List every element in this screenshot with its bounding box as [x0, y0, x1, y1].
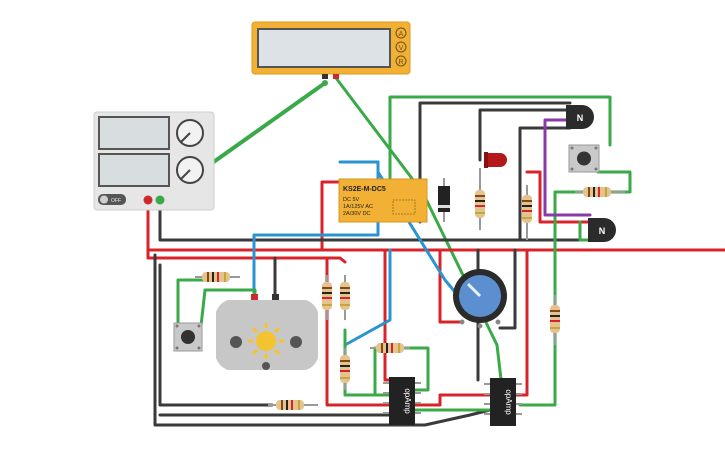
relay-spec-line: DC 5V — [343, 197, 360, 203]
wire-red-rail-top[interactable] — [146, 198, 725, 252]
multimeter-black-probe-terminal[interactable] — [322, 74, 328, 79]
svg-text:N: N — [577, 113, 584, 123]
wire-green-top-loop[interactable] — [388, 95, 612, 182]
multimeter-display — [257, 28, 391, 68]
multimeter-mode-a[interactable]: A — [395, 27, 407, 39]
wire-black-pot-right[interactable] — [498, 248, 517, 330]
wire-green-switch[interactable] — [176, 278, 207, 327]
wire-blue-relay-pot[interactable] — [376, 160, 457, 294]
push-button-right[interactable] — [568, 144, 600, 173]
relay-spec-line: 1A/125V AC — [343, 204, 373, 210]
svg-text:OFF: OFF — [111, 198, 121, 204]
wire-blue-opamp[interactable] — [343, 248, 392, 347]
multimeter-red-probe-terminal[interactable] — [333, 74, 339, 79]
svg-text:V: V — [399, 45, 404, 52]
power-supply-current-display — [98, 153, 170, 187]
diode[interactable] — [438, 178, 450, 222]
relay-spec-line: 2A/30V DC — [343, 211, 371, 217]
wire-red-relay-left[interactable] — [320, 180, 342, 252]
resistor-mid-right[interactable] — [340, 275, 350, 320]
resistor-opamp-feedback[interactable] — [370, 343, 410, 353]
resistor-relay-right[interactable] — [522, 185, 532, 240]
wire-red-rail-2[interactable] — [146, 248, 347, 264]
svg-text:R: R — [398, 59, 403, 66]
power-supply[interactable]: OFF — [93, 111, 215, 211]
wire-black-led[interactable] — [478, 108, 572, 162]
wire-purple[interactable] — [543, 118, 592, 217]
wire-black-rail[interactable] — [158, 198, 607, 242]
resistor-switch[interactable] — [195, 272, 240, 282]
wire-red-res-col[interactable] — [325, 256, 392, 407]
wire-red-to-transistor[interactable] — [525, 170, 607, 224]
potentiometer[interactable] — [453, 269, 507, 329]
transistor-npn-bottom[interactable]: N — [588, 218, 616, 242]
op-amp-left[interactable]: opAmp — [383, 377, 421, 425]
multimeter-mode-v[interactable]: V — [395, 41, 407, 53]
wire-green-meter-pot[interactable] — [334, 76, 504, 390]
probe-endpoint[interactable] — [322, 80, 328, 86]
dc-motor[interactable] — [216, 294, 318, 370]
resistor-right-vertical[interactable] — [550, 295, 560, 345]
resistor-bottom[interactable] — [268, 400, 318, 410]
motor-terminal-negative[interactable] — [272, 294, 279, 300]
wire-red-right-vert[interactable] — [508, 248, 529, 397]
wire-red-opamp-mid[interactable] — [413, 393, 492, 407]
svg-text:opAmp: opAmp — [403, 388, 412, 414]
wire-green-trans-bottom[interactable] — [578, 220, 590, 242]
led[interactable] — [479, 152, 507, 182]
power-switch[interactable]: OFF — [98, 194, 126, 205]
svg-text:A: A — [399, 31, 404, 38]
relay-part-name: KS2E-M-DC5 — [343, 186, 386, 193]
wire-blue-motor[interactable] — [252, 160, 380, 300]
svg-text:opAmp: opAmp — [504, 389, 513, 415]
resistor-led[interactable] — [475, 182, 485, 230]
power-supply-negative-terminal[interactable] — [155, 195, 165, 205]
wire-green-right-loop[interactable] — [518, 170, 632, 407]
op-amp-right[interactable]: opAmp — [484, 378, 522, 426]
svg-text:N: N — [599, 226, 606, 236]
wire-green-res-right[interactable] — [403, 346, 430, 392]
multimeter-mode-r[interactable]: R — [395, 55, 407, 67]
wires — [146, 76, 725, 427]
wire-black-transistor-r[interactable] — [518, 126, 572, 242]
resistors — [195, 182, 625, 410]
power-supply-positive-terminal[interactable] — [143, 195, 153, 205]
resistor-mid-left[interactable] — [322, 275, 332, 320]
resistor-lower-left[interactable] — [340, 348, 350, 390]
relay-coil-symbol — [392, 199, 416, 215]
multimeter[interactable]: A V R — [251, 21, 411, 86]
wire-red-mid-vert[interactable] — [383, 248, 392, 382]
current-knob[interactable] — [176, 156, 204, 184]
push-button-left[interactable] — [173, 322, 203, 352]
relay[interactable]: KS2E-M-DC5 DC 5V 1A/125V AC 2A/30V DC — [338, 178, 428, 223]
sun-icon — [248, 323, 284, 359]
resistor-top-right[interactable] — [575, 187, 625, 197]
transistor-npn-top[interactable]: N — [566, 105, 594, 129]
wire-black-left-loop[interactable] — [153, 253, 492, 427]
power-supply-voltage-display — [98, 116, 170, 150]
wire-black-left-2[interactable] — [158, 263, 274, 407]
voltage-knob[interactable] — [176, 119, 204, 147]
motor-terminal-positive[interactable] — [251, 294, 258, 300]
